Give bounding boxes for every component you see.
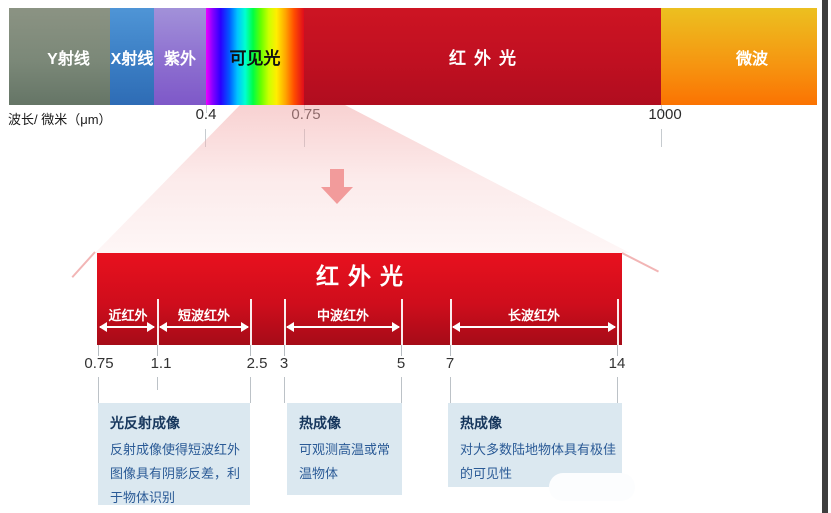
watermark-blob [549,473,635,501]
info-box-reflective-imaging: 光反射成像 反射成像使得短波红外图像具有阴影反差，利于物体识别 [98,403,250,505]
connector-line [450,377,451,403]
band-ultraviolet: 紫外 [154,8,206,105]
detail-tick-label-0p75: 0.75 [84,355,114,372]
segment-label-midwave-infrared: 中波红外 [316,308,370,323]
axis-tick [661,105,662,113]
zoom-funnel [95,105,630,253]
axis-tick-label-0p4: 0.4 [195,106,217,123]
band-infrared-label: 红外光 [449,49,524,68]
funnel-edge-line-left [71,251,96,278]
detail-tick [98,345,99,356]
detail-tick-label-7: 7 [445,355,455,372]
detail-tick [157,345,158,356]
window-edge [822,0,828,513]
info-box-title: 光反射成像 [110,415,180,431]
band-ultraviolet-label: 紫外 [163,50,196,68]
connector-line [157,377,158,390]
detail-tick-label-5: 5 [396,355,406,372]
info-box-body: 对大多数陆地物体具有极佳的可见性 [460,442,617,482]
connector-line [284,377,285,403]
segment-tick [250,299,252,345]
band-x-ray-label: X射线 [110,50,154,68]
detail-tick-label-1p1: 1.1 [150,355,172,372]
band-gamma-ray-label: Y射线 [47,50,90,68]
segment-label-longwave-infrared: 长波红外 [507,308,561,323]
info-box-body: 可观测高温或常温物体 [299,442,391,482]
range-arrow [452,322,616,332]
axis-tick [205,129,206,147]
detail-tick-label-14: 14 [608,355,626,372]
connector-line [617,377,618,403]
axis-tick [206,105,207,113]
detail-tick [401,345,402,356]
down-arrow-head [321,187,353,204]
detail-tick [617,345,618,356]
detail-tick [450,345,451,356]
detail-tick [284,345,285,356]
segment-tick [284,299,286,345]
axis-tick [661,129,662,147]
band-x-ray: X射线 [110,8,154,105]
band-microwave: 微波 [661,8,817,105]
band-microwave-label: 微波 [735,50,768,68]
range-arrow [286,322,400,332]
band-visible-light: 可见光 [206,8,304,105]
axis-tick-label-1000: 1000 [648,106,682,123]
funnel-edge-line-right [621,252,659,273]
detail-tick [250,345,251,356]
info-box-thermal-imaging-mid: 热成像 可观测高温或常温物体 [287,403,402,495]
down-arrow-shaft [330,169,344,188]
detail-bar-title: 红外光 [316,263,412,289]
connector-line [401,377,402,403]
segment-tick [157,299,159,345]
segment-tick [450,299,452,345]
info-box-body: 反射成像使得短波红外图像具有阴影反差，利于物体识别 [110,442,241,506]
spectrum-bar: Y射线 X射线 紫外 可见光 红外光 微波 [9,8,817,105]
info-box-title: 热成像 [460,415,502,431]
detail-tick-label-2p5: 2.5 [246,355,268,372]
segment-label-near-infrared: 近红外 [108,308,148,323]
band-infrared: 红外光 [304,8,661,105]
connector-line [98,377,99,403]
detail-tick-label-3: 3 [279,355,289,372]
connector-line [250,377,251,403]
range-arrow [99,322,155,332]
band-visible-light-label: 可见光 [229,49,281,68]
segment-label-shortwave-infrared: 短波红外 [177,308,231,323]
segment-tick [401,299,403,345]
infrared-detail-bar: 红外光 近红外 短波红外 中波红外 长波红外 [97,253,622,345]
wavelength-axis-label: 波长/ 微米（μm） [8,112,112,127]
info-box-title: 热成像 [299,415,341,431]
range-arrow [159,322,249,332]
segment-tick [617,299,619,345]
band-gamma-ray: Y射线 [9,8,110,105]
